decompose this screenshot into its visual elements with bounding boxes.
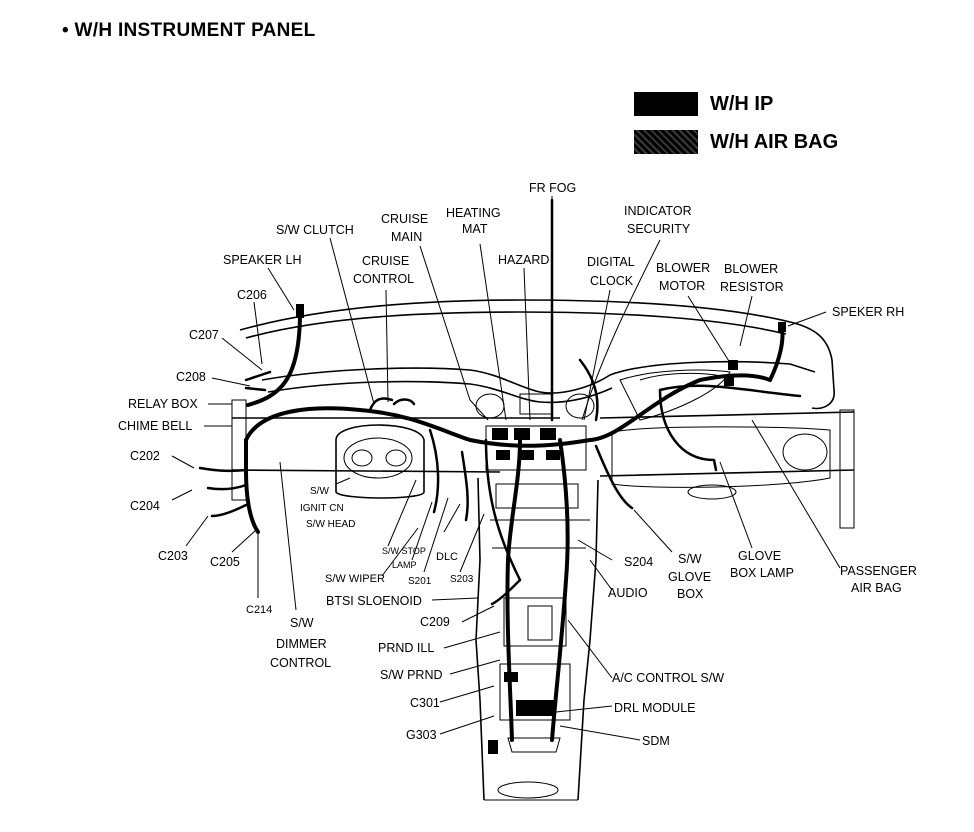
label-sw-stop-lamp-2: LAMP [392,560,417,570]
label-sw-wiper: S/W WIPER [325,573,385,585]
label-sw-dimmer-1: S/W [290,616,314,630]
label-speaker-lh: SPEAKER LH [223,253,302,267]
leader-lines [171,196,841,741]
label-sw-glove-box-3: BOX [677,587,704,601]
legend-swatch-hatched [634,130,698,154]
label-sw-head: S/W HEAD [306,519,355,530]
label-sw-glove-box-1: S/W [678,552,702,566]
label-sw-dimmer-3: CONTROL [270,656,331,670]
label-g303: G303 [406,728,437,742]
label-blower-motor-2: MOTOR [659,279,705,293]
label-sw-stop-lamp-1: S/W STOP [382,546,426,556]
label-security: SECURITY [627,222,691,236]
label-glove-box-lamp-1: GLOVE [738,549,781,563]
label-s201: S201 [408,576,432,587]
legend-item-wh-air-bag: W/H AIR BAG [634,130,838,154]
label-blower-resistor-2: RESISTOR [720,280,784,294]
label-c203: C203 [158,549,188,563]
label-dlc: DLC [436,551,458,563]
label-chime-bell: CHIME BELL [118,419,192,433]
label-passenger-air-bag-1: PASSENGER [840,564,917,578]
label-indicator: INDICATOR [624,204,692,218]
label-heating: HEATING [446,206,501,220]
label-ignition-cn: IGNIT CN [300,503,344,514]
label-blower-motor-1: BLOWER [656,261,710,275]
label-ac-control-sw: A/C CONTROL S/W [612,671,724,685]
label-sw-clutch: S/W CLUTCH [276,223,354,237]
label-c205: C205 [210,555,240,569]
label-sdm: SDM [642,734,670,748]
label-c202: C202 [130,449,160,463]
label-clock: CLOCK [590,274,634,288]
label-relay-box: RELAY BOX [128,397,198,411]
label-sw-prnd: S/W PRND [380,668,443,682]
label-hazard: HAZARD [498,253,549,267]
label-cruise-control-1: CRUISE [362,254,409,268]
label-s204: S204 [624,555,653,569]
label-btsi-solenoid: BTSI SLOENOID [326,594,422,608]
label-c206: C206 [237,288,267,302]
label-blower-resistor-1: BLOWER [724,262,778,276]
label-c208: C208 [176,370,206,384]
label-cruise-main-1: CRUISE [381,212,428,226]
label-sw-ignition: S/W [310,486,329,497]
label-digital: DIGITAL [587,255,635,269]
page-title: • W/H INSTRUMENT PANEL [62,20,316,41]
label-cruise-main-2: MAIN [391,230,422,244]
label-passenger-air-bag-2: AIR BAG [851,581,902,595]
label-cruise-control-2: CONTROL [353,272,414,286]
label-mat: MAT [462,222,488,236]
label-drl-module: DRL MODULE [614,701,696,715]
label-c207: C207 [189,328,219,342]
component-labels: FR FOG INDICATOR SECURITY HEATING MAT CR… [118,181,917,748]
label-speker-rh: SPEKER RH [832,305,904,319]
label-fr-fog: FR FOG [529,181,576,195]
dashboard-outline [231,299,855,801]
label-sw-glove-box-2: GLOVE [668,570,711,584]
label-prnd-ill: PRND ILL [378,641,434,655]
label-glove-box-lamp-2: BOX LAMP [730,566,794,580]
legend-swatch-solid [634,92,698,116]
legend-label: W/H AIR BAG [710,130,839,153]
label-sw-dimmer-2: DIMMER [276,637,327,651]
label-c301: C301 [410,696,440,710]
wiring-harness [198,198,802,754]
label-c214: C214 [246,604,272,616]
label-s203: S203 [450,574,474,585]
legend-item-wh-ip: W/H IP [634,92,773,116]
label-audio: AUDIO [608,586,648,600]
legend-label: W/H IP [710,92,774,115]
label-c204: C204 [130,499,160,513]
label-c209: C209 [420,615,450,629]
